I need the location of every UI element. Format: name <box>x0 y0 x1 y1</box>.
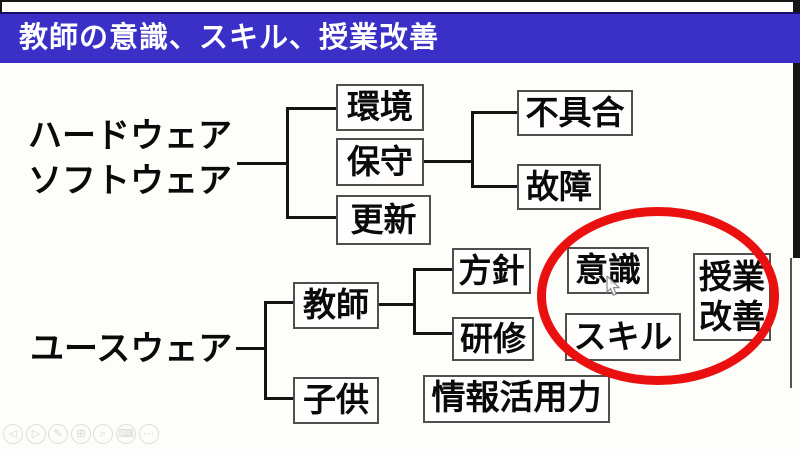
red-circle-annotation <box>537 207 779 385</box>
connector-line <box>413 268 416 335</box>
node-training: 研修 <box>452 317 534 361</box>
cursor-arrow-icon <box>606 274 622 303</box>
connector-line <box>286 107 289 219</box>
zoom-glyph: ⌕ <box>99 427 107 440</box>
frame-edge-right-thin <box>790 258 792 388</box>
see-all-slides-glyph: ⊞ <box>76 427 86 440</box>
connector-line <box>286 107 336 110</box>
next-slide-icon[interactable]: ▷ <box>26 424 46 444</box>
connector-line <box>237 162 289 165</box>
label-hardware-software: ハードウェア ソフトウェア <box>28 114 232 204</box>
zoom-icon[interactable]: ⌕ <box>93 424 113 444</box>
connector-line <box>471 111 474 188</box>
pen-tool-icon[interactable]: ✎ <box>48 424 68 444</box>
connector-line <box>286 216 336 219</box>
slide-title-banner: 教師の意識、スキル、授業改善 <box>0 12 800 63</box>
connector-line <box>264 301 294 304</box>
connector-line <box>471 185 518 188</box>
slide-title: 教師の意識、スキル、授業改善 <box>19 22 440 54</box>
connector-line <box>471 111 518 114</box>
connector-line <box>264 301 267 400</box>
frame-edge-top <box>0 0 800 2</box>
previous-slide-glyph: ◁ <box>8 427 18 440</box>
node-information-literacy: 情報活用力 <box>423 375 610 423</box>
node-maintenance: 保守 <box>336 138 424 186</box>
node-children: 子供 <box>293 377 379 424</box>
node-teacher: 教師 <box>293 282 379 329</box>
next-slide-glyph: ▷ <box>31 427 41 440</box>
connector-line <box>264 397 294 400</box>
previous-slide-icon[interactable]: ◁ <box>3 424 23 444</box>
subtitles-icon[interactable]: ⌨ <box>116 424 136 444</box>
connector-line <box>424 160 472 163</box>
label-userware: ユースウェア <box>30 330 233 368</box>
connector-line <box>413 268 453 271</box>
node-policy: 方針 <box>452 248 531 294</box>
subtitles-glyph: ⌨ <box>118 427 134 440</box>
node-environment: 環境 <box>336 84 424 131</box>
node-failure: 故障 <box>517 164 601 210</box>
frame-edge-right <box>793 0 800 258</box>
node-update: 更新 <box>336 195 431 245</box>
see-all-slides-icon[interactable]: ⊞ <box>71 424 91 444</box>
label-hardware: ハードウェア <box>28 117 232 155</box>
connector-line <box>236 347 266 350</box>
more-options-glyph: ⋯ <box>143 427 155 440</box>
more-options-icon[interactable]: ⋯ <box>139 424 159 444</box>
node-defect: 不具合 <box>517 90 633 136</box>
label-software: ソフトウェア <box>28 162 232 200</box>
pen-tool-glyph: ✎ <box>53 427 63 440</box>
connector-line <box>379 303 414 306</box>
connector-line <box>413 332 453 335</box>
